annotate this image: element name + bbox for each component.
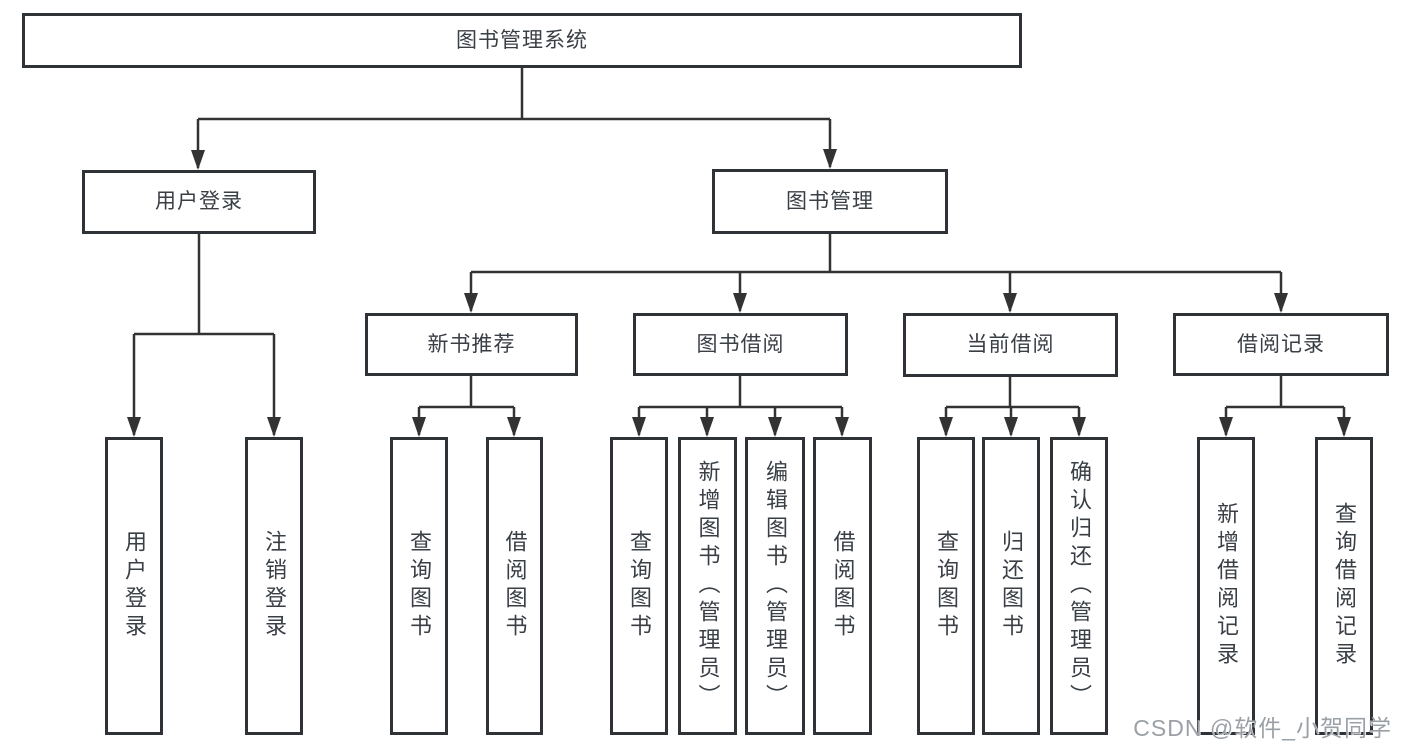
leaf-borrow-books: 借阅图书 bbox=[813, 437, 872, 735]
csdn-watermark: CSDN @软件_小贺同学 bbox=[1133, 715, 1392, 741]
node-book-borrow: 图书借阅 bbox=[633, 313, 848, 376]
leaf-add-borrow-record: 新增借阅记录 bbox=[1197, 437, 1255, 735]
leaf-borrow-books-recommend: 借阅图书 bbox=[486, 437, 543, 735]
leaf-confirm-return-admin: 确认归还（管理员） bbox=[1050, 437, 1108, 735]
leaf-query-borrow-record: 查询借阅记录 bbox=[1315, 437, 1373, 735]
node-current-borrow: 当前借阅 bbox=[903, 313, 1118, 377]
node-new-book-recommend: 新书推荐 bbox=[365, 313, 578, 376]
leaf-user-login: 用户登录 bbox=[105, 437, 163, 735]
node-borrow-records: 借阅记录 bbox=[1173, 313, 1389, 376]
leaf-query-books-current: 查询图书 bbox=[917, 437, 975, 735]
leaf-edit-book-admin: 编辑图书（管理员） bbox=[745, 437, 805, 735]
leaf-return-book: 归还图书 bbox=[982, 437, 1040, 735]
node-library-system: 图书管理系统 bbox=[22, 13, 1022, 68]
leaf-logout: 注销登录 bbox=[245, 437, 303, 735]
node-user-login-group: 用户登录 bbox=[82, 170, 316, 234]
leaf-query-books-recommend: 查询图书 bbox=[390, 437, 448, 735]
leaf-add-book-admin: 新增图书（管理员） bbox=[678, 437, 737, 735]
node-book-management: 图书管理 bbox=[712, 169, 948, 234]
leaf-query-books-borrow: 查询图书 bbox=[610, 437, 668, 735]
